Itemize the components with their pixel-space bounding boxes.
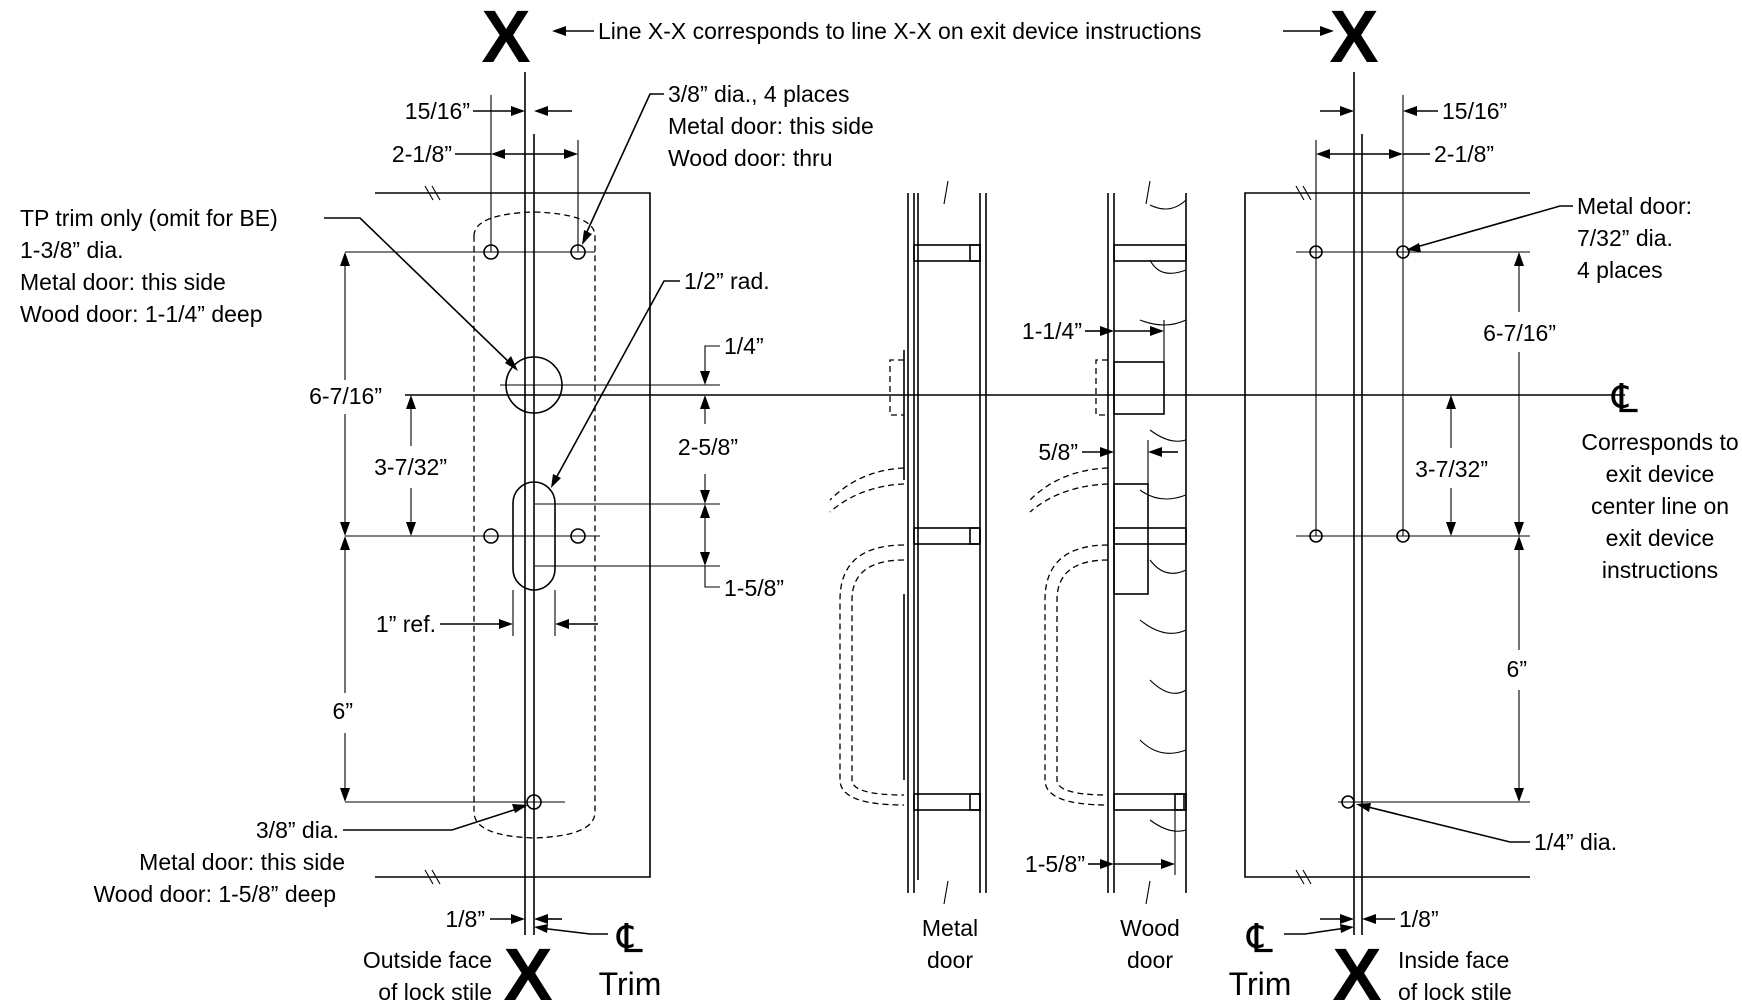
tp-note-line-3: Metal door: this side [20,269,226,295]
outside-face-line-2: of lock stile [378,979,492,1003]
dim-quarter: 1/4” [724,333,764,359]
inside-face-line-1: Inside face [1398,947,1509,973]
outside-face-line-1: Outside face [363,947,492,973]
dim-2-1-8-right: 2-1/8” [1434,141,1494,167]
wood-door-label-2: door [1127,947,1173,973]
trim-label-left: Trim [599,966,662,1002]
tp-bore [1113,361,1165,415]
bottom-note-line-1: 3/8” dia. [256,817,339,843]
metal-door-label-2: door [927,947,973,973]
dim-6: 6” [333,698,353,724]
arrow-head [1320,26,1334,36]
dim-6-7-16-right: 6-7/16” [1483,320,1556,346]
trim-label-right: Trim [1229,966,1292,1002]
dim-1-5-8: 1-5/8” [724,575,784,601]
quarter-dia-note: 1/4” dia. [1534,829,1617,855]
cylinder-outline [889,359,904,416]
wood-door-label-1: Wood [1120,915,1180,941]
x-mark-bottom-right: X [1332,933,1381,1003]
cl-symbol-left: ℄ [616,917,643,961]
dim-6-7-16: 6-7/16” [309,383,382,409]
cl-note-line-3: center line on [1591,493,1729,519]
x-mark-top-right: X [1329,0,1378,78]
dim-3-7-32: 3-7/32” [374,454,447,480]
header-line-x: X X Line X-X corresponds to line X-X on … [481,0,1378,78]
dim-1-ref: 1” ref. [376,611,436,637]
metal-door-label-1: Metal [922,915,978,941]
dim-6-right: 6” [1507,656,1527,682]
cl-note-line-1: Corresponds to [1581,429,1738,455]
bottom-note-line-3: Wood door: 1-5/8” deep [93,881,336,907]
cl-note-line-5: instructions [1602,557,1718,583]
slot-bore [1113,483,1149,595]
bolt [1113,244,1187,262]
wood-dim-1-1-4: 1-1/4” [1022,318,1082,344]
wood-dim-1-5-8: 1-5/8” [1025,851,1085,877]
inside-face-line-2: of lock stile [1398,979,1512,1003]
bolt [1113,793,1185,811]
dim-eighth-right: 1/8” [1399,906,1439,932]
cl-symbol-right: ℄ [1246,917,1273,961]
tp-note-line-4: Wood door: 1-1/4” deep [20,301,263,327]
wood-door-section: 1-1/4” 5/8” 1-5/8” Wood door [1022,180,1187,973]
tp-note-line-1: TP trim only (omit for BE) [20,205,278,231]
inside-template: 15/16” 2-1/8” Metal door: 7/32” dia. 4 p… [1229,72,1739,1003]
hole-note-line-2: Metal door: this side [668,113,874,139]
pull-outline [839,544,905,806]
dim-3-7-32-right: 3-7/32” [1415,456,1488,482]
rad-note: 1/2” rad. [684,268,770,294]
tp-note-line-2: 1-3/8” dia. [20,237,124,263]
metal-door-section: Metal door [829,180,987,973]
metal-note-line-2: 7/32” dia. [1577,225,1673,251]
cl-symbol-right-centerline: ℄ [1611,377,1638,421]
metal-note-line-3: 4 places [1577,257,1663,283]
wood-grain [1139,199,1187,832]
dim-eighth-left: 1/8” [445,906,485,932]
bottom-note-line-2: Metal door: this side [139,849,345,875]
cl-note-line-4: exit device [1606,525,1715,551]
dim-2-1-8: 2-1/8” [392,141,452,167]
line-x-note: Line X-X corresponds to line X-X on exit… [598,18,1201,44]
hole-note-line-3: Wood door: thru [668,145,833,171]
x-mark-top-left: X [481,0,530,78]
metal-note-line-1: Metal door: [1577,193,1692,219]
lever-outline [829,467,905,513]
bolt [1113,527,1187,545]
hole-note-line-1: 3/8” dia., 4 places [668,81,850,107]
wood-dim-5-8: 5/8” [1038,439,1078,465]
dim-15-16: 15/16” [405,98,470,124]
dim-2-5-8: 2-5/8” [678,434,738,460]
x-mark-bottom-left: X [503,933,552,1003]
dim-15-16-right: 15/16” [1442,98,1507,124]
trim-outline [473,211,596,839]
arrow-head [552,26,566,36]
cl-note-line-2: exit device [1606,461,1715,487]
outside-template: 15/16” 2-1/8” 3/8” dia., 4 places Metal … [20,72,874,1003]
